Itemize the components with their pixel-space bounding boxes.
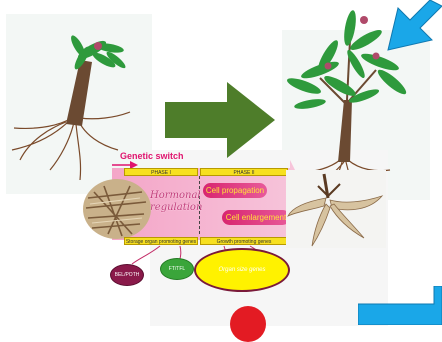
young-plant-leaves	[69, 34, 128, 72]
corner-arrow-top	[386, 0, 442, 52]
red-dot-marker	[230, 306, 266, 342]
growth-arrow	[165, 80, 277, 160]
young-plant-stem	[66, 60, 92, 126]
corner-arrow-bottom	[358, 286, 442, 325]
phase-1-header: PHASE I	[124, 168, 198, 176]
organ-size-oval: Organ size genes	[194, 248, 290, 292]
mature-plant-stem	[338, 100, 352, 162]
storage-root-image	[284, 168, 388, 252]
phase-2-header: PHASE II	[200, 168, 288, 176]
cell-enlargement-label: Cell enlargement	[222, 210, 290, 225]
bel-poth-oval: BEL/POTH	[110, 264, 144, 286]
dried-roots-image	[82, 178, 152, 240]
cell-propagation-label: Cell propagation	[203, 183, 267, 198]
ft-tfl-oval: FT/TFL	[160, 258, 194, 280]
hormonal-regulation-label: Hormonal regulation	[150, 190, 200, 214]
young-plant-bud	[94, 42, 102, 50]
